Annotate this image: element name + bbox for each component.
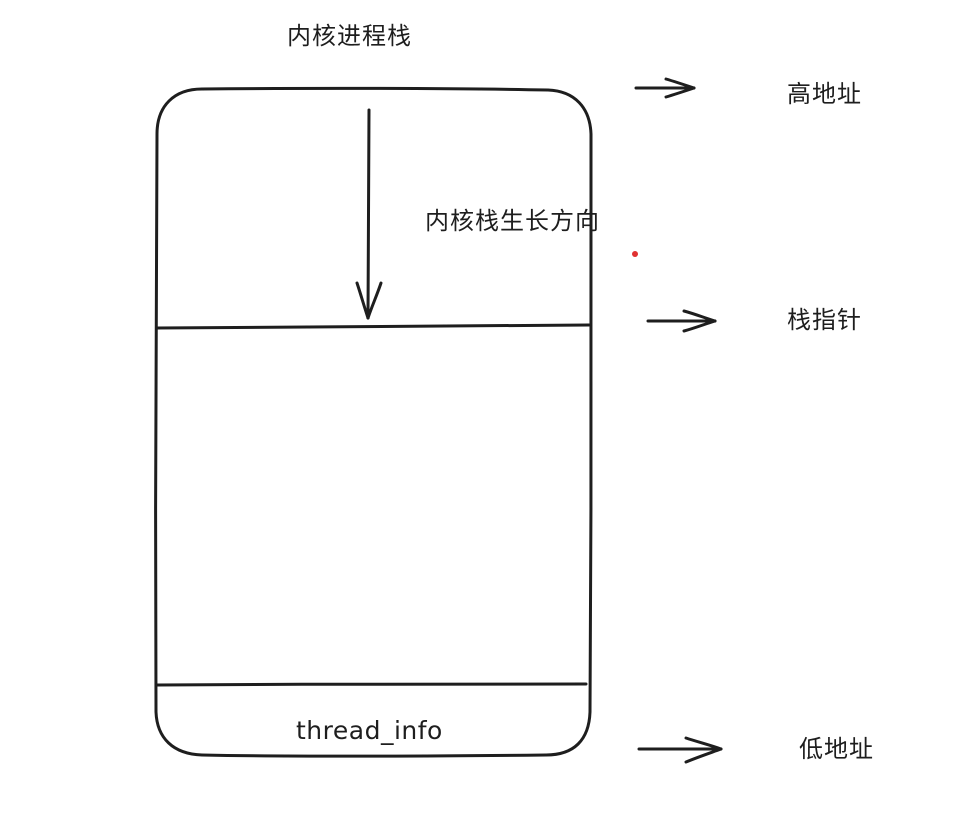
red-marker-dot — [632, 251, 638, 257]
diagram-title: 内核进程栈 — [287, 22, 412, 50]
stack-pointer-divider — [155, 323, 591, 330]
kernel-stack-box — [154, 86, 593, 758]
thread-info-label: thread_info — [296, 716, 443, 745]
high-address-label: 高地址 — [787, 80, 862, 108]
high-address-arrow-icon — [634, 77, 696, 99]
low-address-label: 低地址 — [799, 735, 874, 763]
stack-pointer-arrow-icon — [646, 309, 717, 333]
growth-direction-arrow-icon — [355, 108, 383, 320]
growth-direction-label: 内核栈生长方向 — [425, 207, 600, 235]
thread-info-divider — [155, 682, 588, 687]
low-address-arrow-icon — [637, 736, 723, 764]
stack-pointer-label: 栈指针 — [787, 306, 862, 334]
